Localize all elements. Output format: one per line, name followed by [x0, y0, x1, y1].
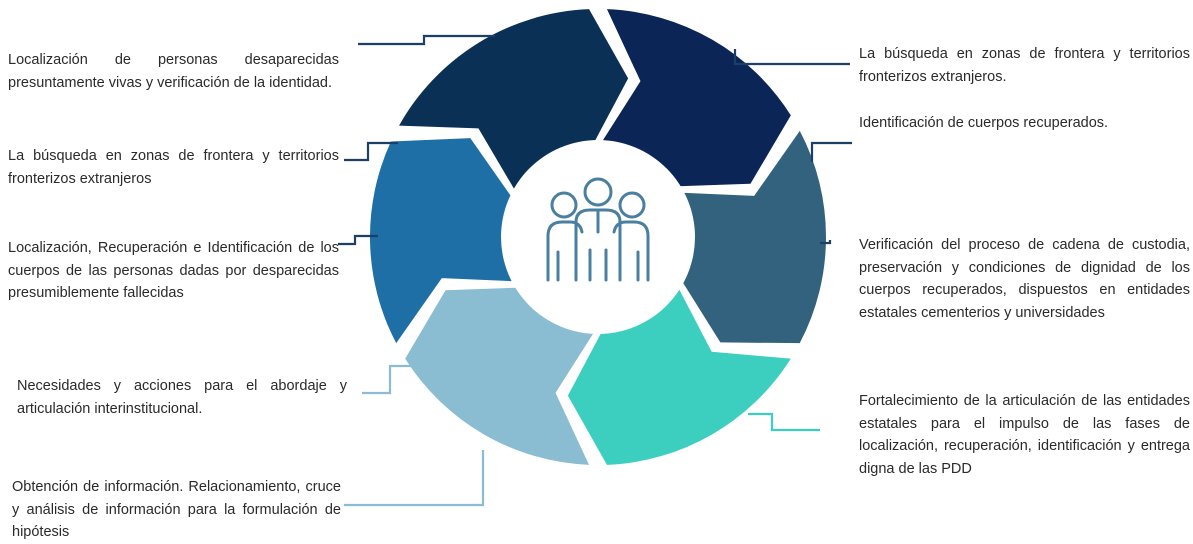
people-group-icon — [546, 177, 650, 282]
connector-right-3 — [820, 240, 832, 245]
label-left-5: Obtención de información. Relacionamient… — [12, 479, 341, 540]
segment-left — [370, 138, 514, 344]
connector-left-4 — [362, 364, 440, 395]
segment-bottom-left — [405, 287, 595, 465]
segment-bottom-right — [567, 287, 791, 465]
segment-right — [682, 130, 826, 344]
segment-top-right — [601, 9, 791, 187]
connector-right-2 — [810, 141, 852, 162]
connector-right-1 — [733, 49, 850, 66]
label-left-2: La búsqueda en zonas de frontera y terri… — [8, 148, 339, 187]
label-left-4: Necesidades y acciones para el abordaje … — [17, 378, 347, 417]
connector-right-4 — [748, 412, 820, 432]
connector-left-2 — [344, 141, 398, 162]
label-right-2: Identificación de cuerpos recuperados. — [859, 115, 1109, 131]
connector-lines — [338, 34, 852, 507]
label-left-1: Localización de personas desaparecidas p… — [8, 52, 339, 91]
label-left-3: Localización, Recuperación e Identificac… — [8, 240, 339, 301]
connector-left-5 — [344, 450, 485, 507]
center-circle — [501, 140, 695, 334]
label-right-4: Fortalecimiento de la articulación de la… — [859, 393, 1190, 477]
connector-left-1 — [358, 34, 495, 46]
label-right-1: La búsqueda en zonas de frontera y terri… — [859, 46, 1190, 85]
connector-left-3 — [338, 234, 378, 246]
label-right-3: Verificación del proceso de cadena de cu… — [859, 237, 1190, 321]
